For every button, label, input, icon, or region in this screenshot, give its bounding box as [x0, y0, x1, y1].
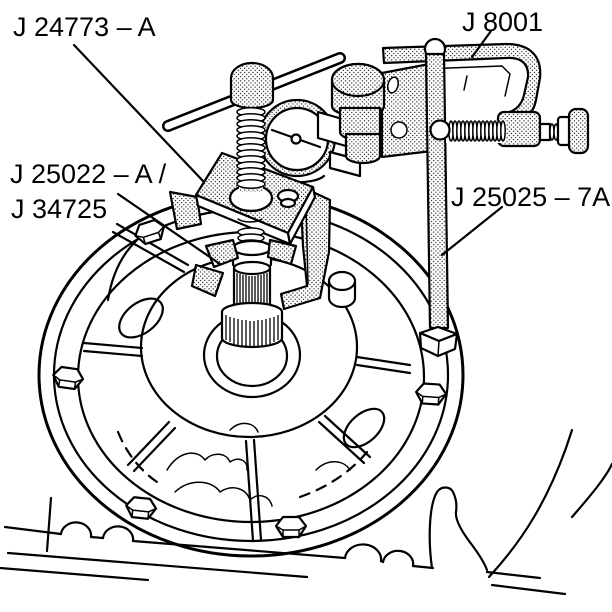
jaw-right: [266, 238, 298, 266]
plate-right-leg: [279, 184, 332, 311]
label-puller-line1: J 25022 – A /: [10, 159, 167, 189]
leader-j24773a: [72, 43, 205, 183]
indicator-stem: [276, 188, 300, 209]
transmission-case-edge: [0, 428, 612, 596]
housing-spokes: [82, 222, 412, 543]
puller-jaws: [190, 238, 298, 298]
forcing-screw-knob: [229, 61, 275, 110]
case-outline-curve: [487, 428, 574, 579]
casting-lug: [428, 486, 489, 572]
screw-ball-tip: [429, 119, 451, 141]
c-clamp: [381, 42, 542, 148]
leader-j25022a-j34725: [116, 192, 222, 266]
plate-left-leg: [168, 190, 203, 231]
splined-shaft: [220, 260, 284, 349]
c-clamp-screw: [429, 107, 590, 155]
casting-detail-lines: [166, 422, 351, 507]
hidden-edge-dashed-left: [116, 430, 162, 486]
jaw-left-foot: [190, 263, 225, 298]
leader-j8001: [470, 29, 493, 59]
guide-stud-nut: [418, 325, 459, 358]
case-edge-tick: [45, 496, 53, 553]
tool-labels: J 24773 – A J 8001 J 25022 – A / J 34725…: [10, 7, 610, 224]
label-clamp: J 8001: [462, 7, 543, 37]
indicator-post-knobs: [330, 62, 386, 165]
screw-threads: [448, 120, 506, 142]
leader-j25025-7a: [440, 205, 504, 257]
label-puller-plate: J 24773 – A: [13, 12, 156, 42]
label-puller-line2: J 34725: [11, 194, 107, 224]
leader-lines: [72, 29, 504, 266]
label-guide-stud: J 25025 – 7A: [451, 182, 610, 212]
screw-knob: [567, 107, 590, 155]
casting-window-left: [118, 297, 164, 339]
hidden-edge-dashed-right: [298, 450, 369, 499]
guide-stud-rod: [424, 52, 450, 330]
screw-thread-rings: [236, 107, 266, 189]
dial-indicator: [257, 98, 337, 195]
casting-window-right: [342, 407, 386, 449]
spline-teeth-lower: [225, 315, 279, 347]
